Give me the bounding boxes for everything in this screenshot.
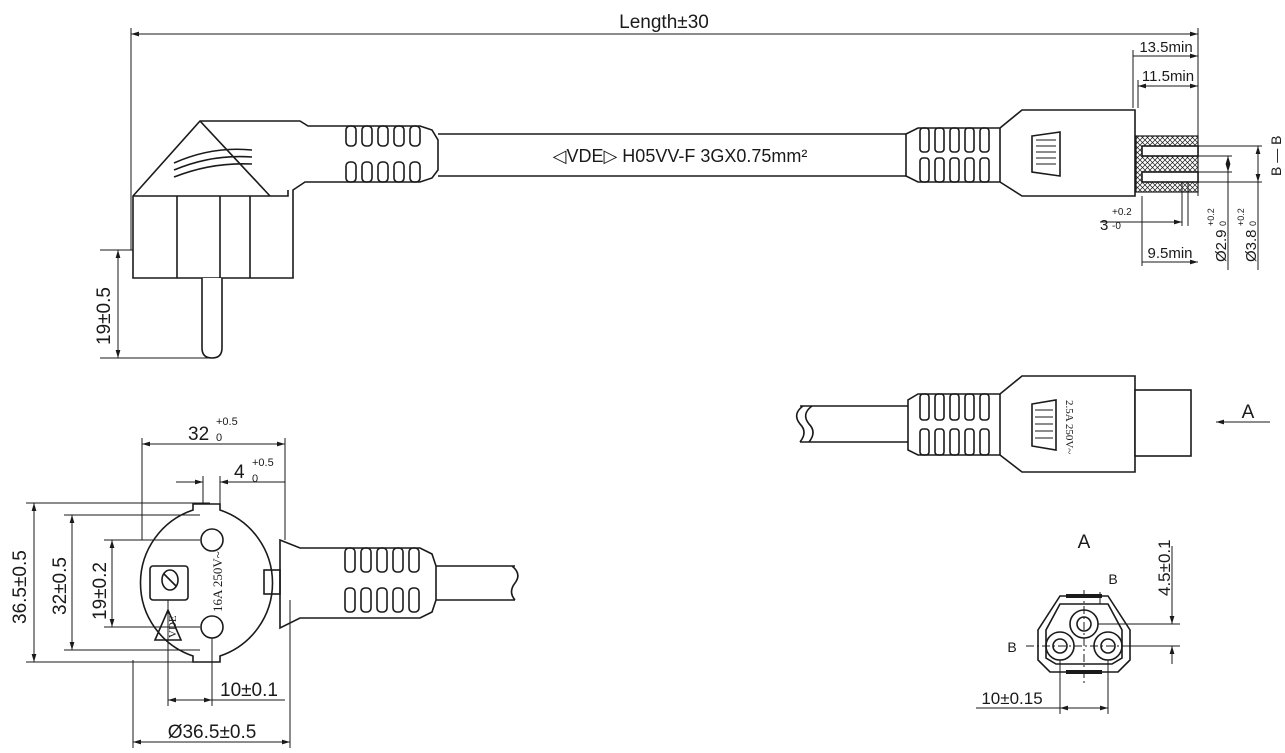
- dim-3-tol-upper: +0.2: [1112, 207, 1132, 218]
- dim-9-5: 9.5min: [1147, 245, 1192, 262]
- dim-phi-2-9-tol-upper: +0.2: [1206, 208, 1216, 226]
- top-view: Length±30: [94, 12, 1284, 359]
- dim-phi-2-9-tol-lower: 0: [1218, 221, 1228, 226]
- plug-front-view: 16A 250V~ VDE 32 +0.5 0 4 +0.5 0 36.5±0.…: [10, 416, 519, 748]
- dim-3: 3: [1100, 217, 1108, 234]
- pin-length-dimension: 19±0.5: [94, 287, 115, 345]
- dim-13-5: 13.5min: [1139, 39, 1192, 56]
- length-dimension: Length±30: [619, 12, 709, 33]
- section-b-b-label: B — B: [1268, 136, 1284, 176]
- view-a-arrow-label: A: [1242, 402, 1255, 423]
- dim-32: 32: [188, 424, 209, 445]
- dim-phi-3-8-tol-upper: +0.2: [1236, 208, 1246, 226]
- front-grip-slots: [344, 547, 420, 613]
- dim-phi-3-8-tol-lower: 0: [1248, 221, 1258, 226]
- dim-phi-3-8: Ø3.8: [1243, 229, 1260, 262]
- section-marker-b-top: B: [1108, 571, 1117, 587]
- connector-rating: 2.5A 250V~: [1063, 400, 1075, 454]
- dim-4: 4: [234, 462, 245, 483]
- dim-11-5: 11.5min: [1142, 68, 1194, 85]
- dim-4-tol-lower: 0: [252, 473, 258, 485]
- dim-4-5: 4.5±0.1: [1155, 539, 1174, 596]
- dim-32-tol-lower: 0: [216, 432, 222, 444]
- connector-side-view: 2.5A 250V~ A: [795, 375, 1270, 473]
- dim-32-5: 32±0.5: [50, 557, 71, 615]
- dim-3-tol-lower: -0: [1112, 221, 1121, 232]
- dim-32-tol-upper: +0.5: [216, 416, 238, 428]
- strain-relief-slots-lower: [345, 161, 421, 183]
- angled-plug: [132, 120, 439, 359]
- section-marker-b-left: B: [1007, 639, 1016, 655]
- cable-marking: ◁VDE▷ H05VV-F 3GX0.75mm²: [553, 146, 808, 166]
- dim-phi-36-5: Ø36.5±0.5: [168, 722, 257, 743]
- dim-10-1: 10±0.1: [220, 680, 278, 701]
- dim-10-15: 10±0.15: [981, 689, 1042, 708]
- dim-phi-2-9: Ø2.9: [1213, 229, 1230, 262]
- dim-19-2: 19±0.2: [90, 562, 111, 620]
- c5-connector-top: [905, 109, 1199, 197]
- view-a-socket-face: A B B 4.5±0.1 10±0.15: [976, 532, 1180, 714]
- dim-4-tol-upper: +0.5: [252, 457, 274, 469]
- dim-36-5: 36.5±0.5: [10, 550, 31, 624]
- strain-relief-slots-upper: [345, 125, 421, 147]
- view-a-title: A: [1078, 532, 1091, 553]
- plug-rating: 16A 250V~: [210, 551, 225, 612]
